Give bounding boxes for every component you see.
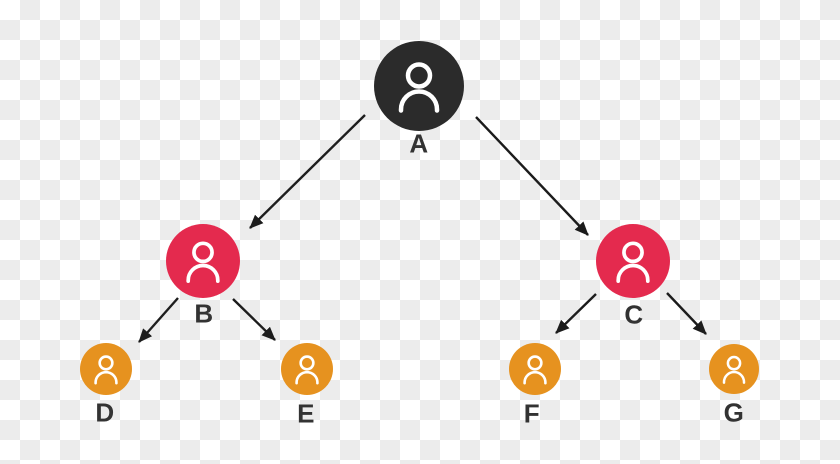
edge-a-b bbox=[249, 114, 366, 229]
node-label-d: D bbox=[95, 397, 115, 428]
person-icon bbox=[398, 62, 440, 113]
tree-node-b[interactable] bbox=[166, 224, 240, 298]
edge-c-g bbox=[666, 292, 707, 335]
edge-c-f bbox=[555, 293, 597, 334]
tree-node-c[interactable] bbox=[596, 224, 670, 298]
node-label-e: E bbox=[297, 398, 315, 429]
person-icon bbox=[616, 241, 650, 283]
tree-node-e[interactable] bbox=[281, 343, 333, 395]
tree-node-g[interactable] bbox=[709, 344, 759, 394]
edge-b-d bbox=[138, 297, 179, 343]
edge-b-e bbox=[232, 298, 276, 341]
person-icon bbox=[186, 241, 220, 283]
tree-node-a[interactable] bbox=[374, 41, 464, 131]
tree-node-f[interactable] bbox=[509, 343, 561, 395]
node-label-b: B bbox=[194, 298, 214, 329]
person-icon bbox=[722, 355, 746, 384]
tree-node-d[interactable] bbox=[80, 343, 132, 395]
person-icon bbox=[523, 355, 547, 385]
edge-a-c bbox=[475, 116, 589, 236]
node-label-c: C bbox=[624, 299, 644, 330]
node-label-f: F bbox=[523, 398, 541, 429]
node-label-a: A bbox=[409, 128, 429, 159]
person-icon bbox=[295, 355, 319, 385]
node-label-g: G bbox=[723, 397, 745, 428]
person-icon bbox=[94, 355, 118, 385]
